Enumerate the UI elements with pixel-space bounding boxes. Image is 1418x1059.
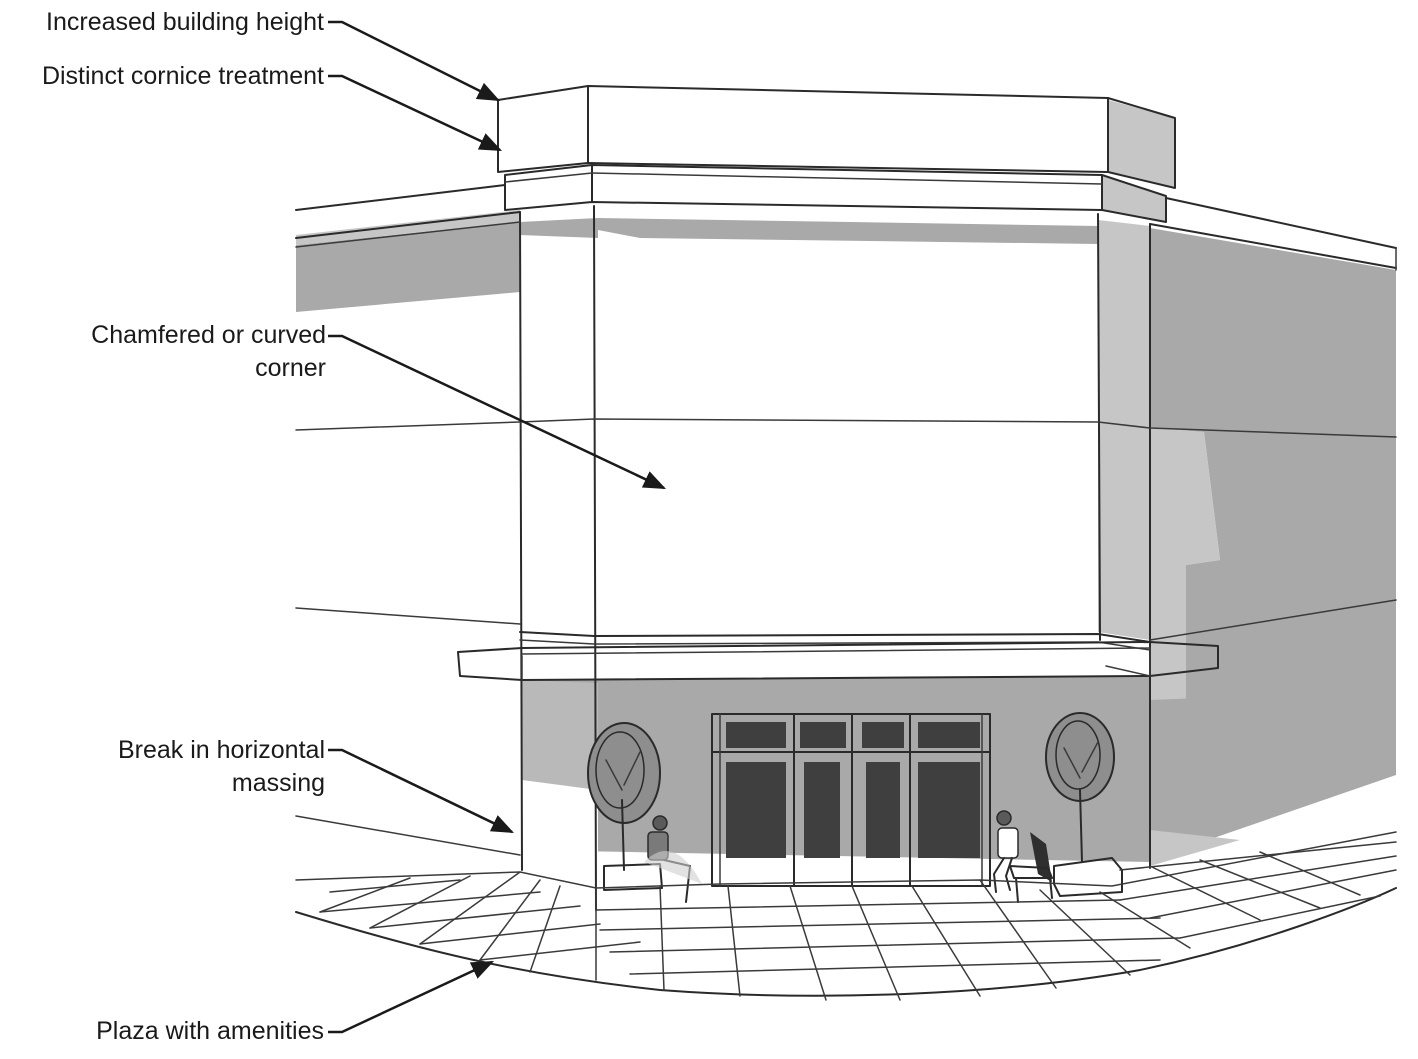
callout-building-height: Increased building height (46, 6, 324, 39)
callout-corner: Chamfered or curved corner (91, 319, 326, 385)
seated-person-right (993, 810, 1019, 893)
plaza-paving (295, 831, 1397, 1001)
leader-cornice (328, 74, 503, 152)
entrance-doors (711, 713, 991, 887)
leader-lines (328, 20, 667, 1034)
leader-corner (328, 334, 667, 490)
callout-corner-line2: corner (255, 354, 326, 382)
cornice-block (497, 85, 1176, 223)
callout-corner-line1: Chamfered or curved (91, 321, 326, 349)
seated-person-left (644, 815, 702, 903)
shadow-areas (296, 100, 1396, 880)
leader-building-height (328, 20, 501, 102)
side-wings (295, 184, 1397, 856)
leader-plaza (328, 960, 495, 1034)
callout-plaza-text: Plaza with amenities (96, 1017, 324, 1045)
tree-right (1045, 712, 1123, 897)
callout-plaza: Plaza with amenities (96, 1015, 324, 1048)
leader-massing (328, 748, 515, 834)
callout-cornice-text: Distinct cornice treatment (41, 62, 324, 90)
callout-massing: Break in horizontal massing (118, 734, 325, 800)
tree-left (587, 722, 663, 891)
callout-massing-line1: Break in horizontal (117, 736, 325, 764)
entry-canopy (457, 641, 1219, 681)
callout-building-height-text: Increased building height (46, 8, 324, 36)
callout-cornice: Distinct cornice treatment (42, 60, 324, 93)
callout-massing-line2: massing (231, 769, 325, 797)
